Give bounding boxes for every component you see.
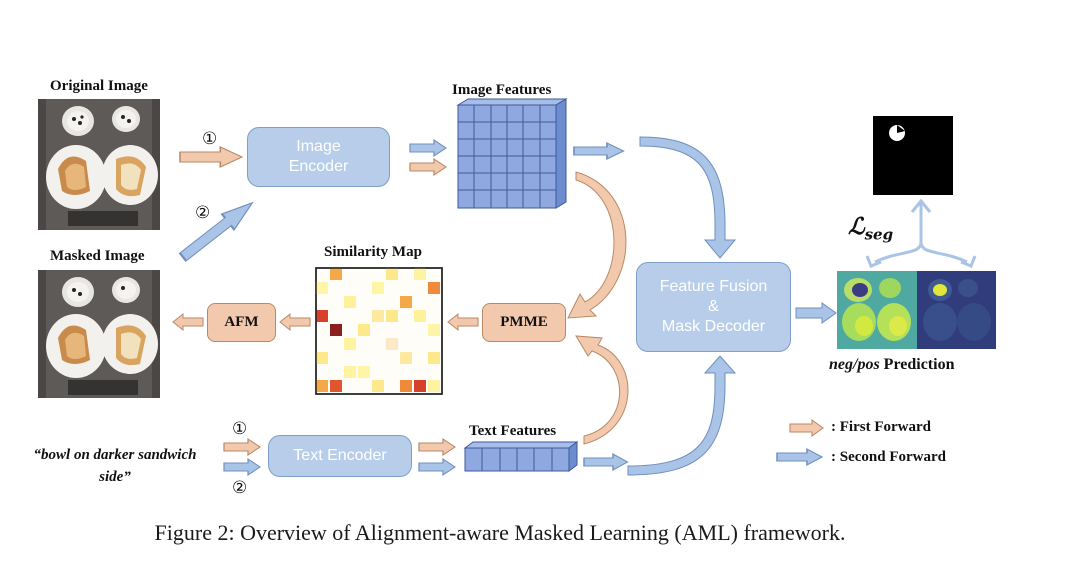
original-image [38, 99, 160, 230]
feature-fusion-block: Feature Fusion & Mask Decoder [636, 262, 791, 352]
similarity-cell [316, 380, 328, 392]
fusion-label-line3: Mask Decoder [661, 318, 766, 335]
step-two-marker-text: ② [232, 478, 248, 498]
similarity-cell [428, 324, 440, 336]
image-encoder-label-line2: Encoder [288, 158, 349, 175]
image-encoder-block: Image Encoder [247, 127, 390, 187]
arrow-text-features-out [583, 453, 629, 471]
arrow-encoder-to-features-first [409, 158, 447, 176]
similarity-cell [358, 366, 370, 378]
image-features-grid [456, 98, 568, 209]
predicted-mask [873, 116, 953, 195]
prediction-label-italic: neg/pos [829, 356, 880, 373]
arrow-original-to-encoder [179, 146, 243, 168]
masked-image [38, 270, 160, 398]
image-encoder-label-line1: Image [296, 138, 341, 155]
negative-prediction-map [837, 271, 917, 349]
similarity-cell [400, 352, 412, 364]
loss-subscript: seg [864, 225, 894, 244]
pmme-label: PMME [500, 314, 548, 330]
curve-text-to-pmme [575, 335, 629, 445]
afm-block: AFM [207, 303, 276, 342]
prediction-label-rest: Prediction [879, 356, 955, 373]
similarity-cell [316, 282, 328, 294]
text-features-label: Text Features [469, 423, 557, 439]
curve-text-to-fusion [627, 355, 737, 476]
arrow-fusion-to-prediction [795, 302, 837, 324]
similarity-cell [400, 380, 412, 392]
arrow-image-features-out [573, 142, 625, 160]
arrow-text-to-encoder-first [223, 438, 261, 456]
arrow-afm-to-masked [172, 313, 204, 331]
similarity-cell [344, 338, 356, 350]
similarity-map-heatmap [315, 267, 443, 395]
segmentation-loss-label: ℒseg [848, 213, 893, 244]
curve-image-to-pmme [567, 171, 627, 319]
similarity-cell [386, 268, 398, 280]
similarity-cell [414, 380, 426, 392]
legend-second-forward: : Second Forward [831, 449, 946, 465]
arrow-text-to-encoder-second [223, 458, 261, 476]
text-query-line2: side” [99, 469, 131, 485]
loss-branch-arrows [865, 198, 977, 268]
fusion-label-line2: & [708, 298, 719, 315]
prediction-label: neg/pos Prediction [829, 356, 954, 374]
similarity-cell [428, 352, 440, 364]
arrow-encoder-to-features-second [409, 139, 447, 157]
similarity-cell [330, 380, 342, 392]
step-one-marker-text: ① [232, 419, 248, 439]
similarity-cell [386, 338, 398, 350]
similarity-cell [400, 296, 412, 308]
similarity-cell [414, 310, 426, 322]
masked-image-label: Masked Image [50, 248, 145, 264]
similarity-cell [330, 324, 342, 336]
similarity-cell [372, 282, 384, 294]
arrow-textenc-to-features-second [418, 458, 456, 476]
arrow-simmap-to-afm [279, 313, 311, 331]
arrow-pmme-to-simmap [447, 313, 479, 331]
similarity-map-border [315, 267, 443, 395]
original-image-art [38, 99, 160, 230]
image-features-label: Image Features [452, 82, 552, 98]
pmme-block: PMME [482, 303, 566, 342]
afm-label: AFM [224, 314, 259, 330]
arrow-textenc-to-features-first [418, 438, 456, 456]
legend-first-forward: : First Forward [831, 419, 931, 435]
similarity-cell [428, 282, 440, 294]
positive-prediction-map [917, 271, 996, 349]
similarity-cell [358, 324, 370, 336]
similarity-cell [428, 380, 440, 392]
step-two-marker-image: ② [195, 203, 211, 223]
text-query-line1: “bowl on darker sandwich [33, 447, 197, 463]
original-image-label: Original Image [50, 78, 148, 94]
similarity-cell [344, 296, 356, 308]
legend-first-forward-arrow [789, 419, 824, 437]
text-encoder-label: Text Encoder [293, 447, 387, 464]
fusion-label-line1: Feature Fusion [659, 278, 768, 295]
arrow-masked-to-encoder [175, 194, 260, 266]
similarity-cell [372, 310, 384, 322]
masked-image-art [38, 270, 160, 398]
similarity-cell [372, 380, 384, 392]
step-one-marker-image: ① [202, 129, 218, 149]
similarity-cell [414, 268, 426, 280]
similarity-cell [316, 310, 328, 322]
similarity-map-label: Similarity Map [324, 244, 422, 260]
figure-caption: Figure 2: Overview of Alignment-aware Ma… [154, 520, 846, 545]
text-encoder-block: Text Encoder [268, 435, 412, 477]
curve-image-to-fusion [639, 136, 737, 259]
similarity-cell [344, 366, 356, 378]
similarity-cell [316, 352, 328, 364]
legend-second-forward-arrow [776, 448, 823, 466]
loss-symbol: ℒ [848, 213, 865, 240]
similarity-cell [386, 310, 398, 322]
similarity-cell [330, 268, 342, 280]
text-query: “bowl on darker sandwich side” [8, 444, 222, 488]
text-features-grid [463, 441, 579, 472]
